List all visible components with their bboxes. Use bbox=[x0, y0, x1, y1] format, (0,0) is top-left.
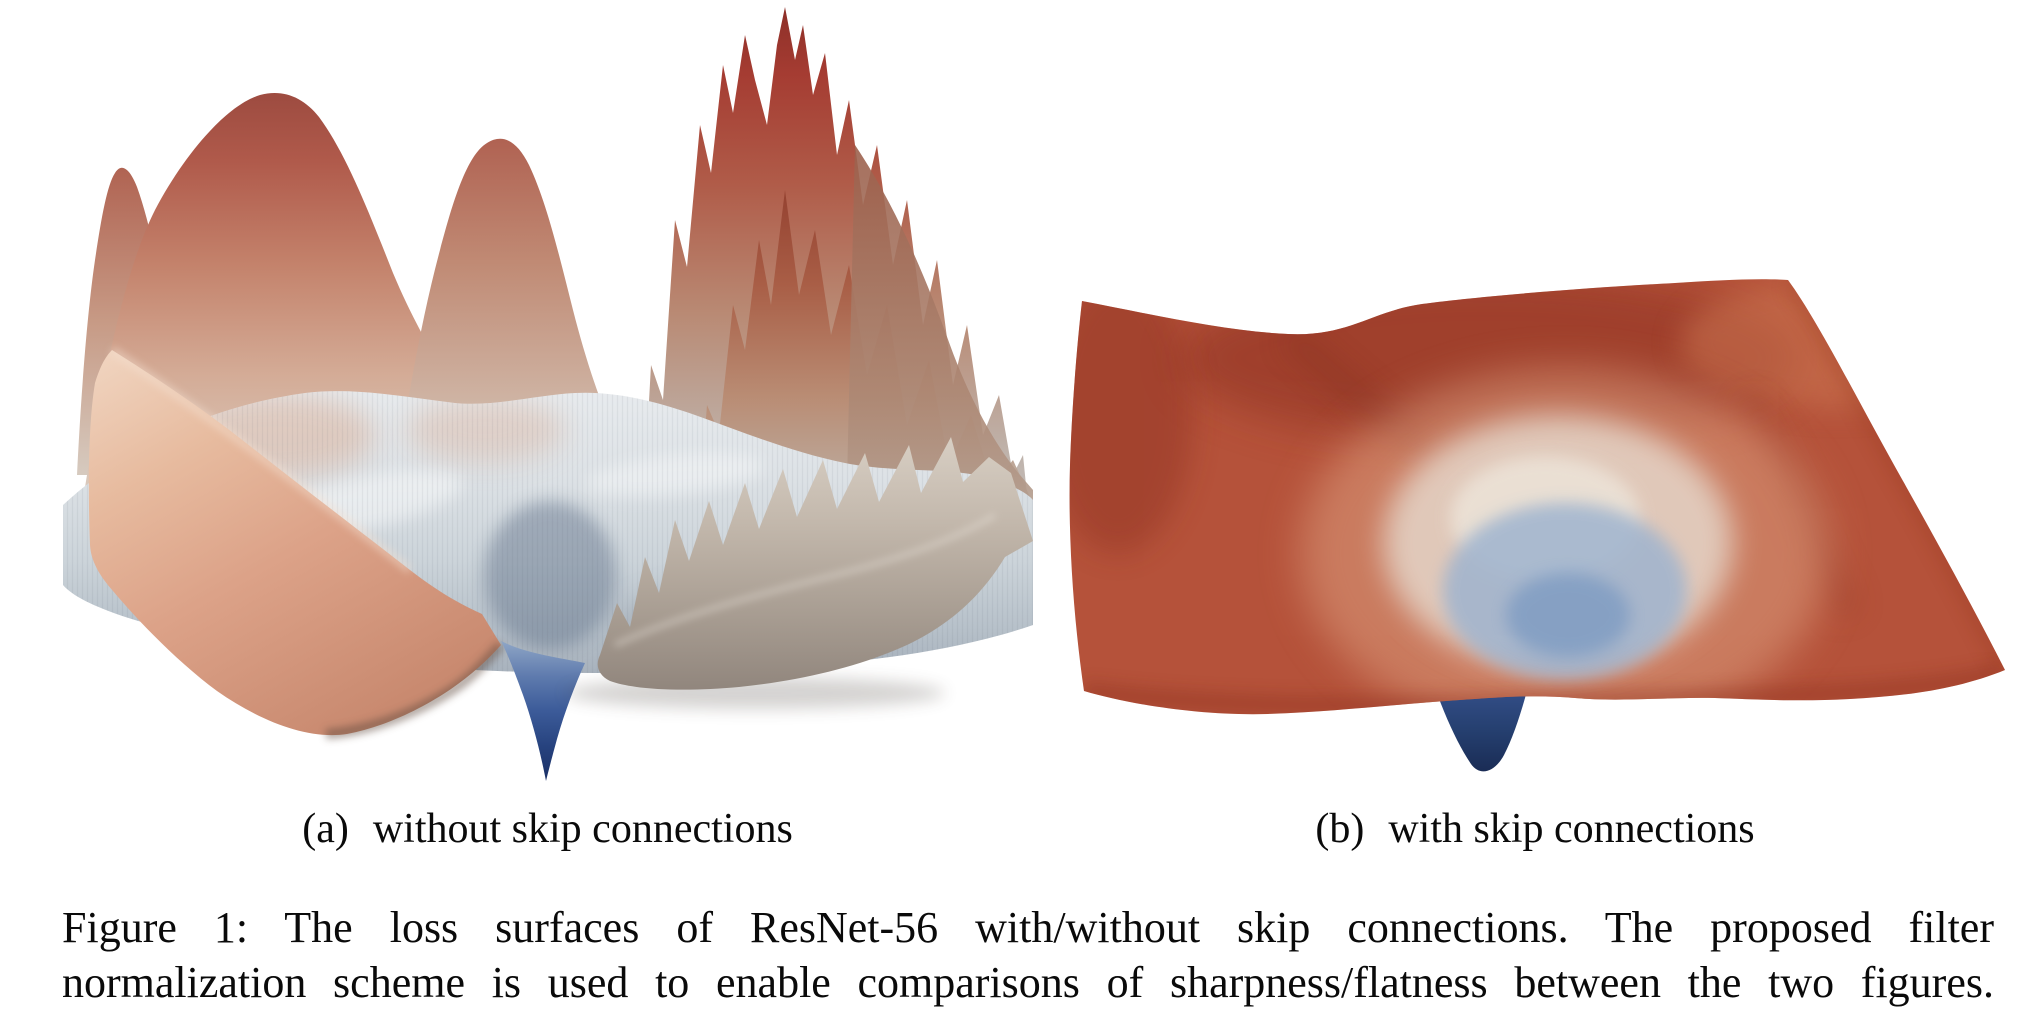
subcaption-a: (a) without skip connections bbox=[55, 804, 1040, 854]
figure-caption-line-1: Figure 1: The loss surfaces of ResNet-56… bbox=[62, 903, 1994, 952]
blue-minima-funnel bbox=[501, 641, 585, 781]
salmon-edge-shadow bbox=[325, 641, 505, 739]
loss-surface-with-skip-image bbox=[1069, 279, 2005, 772]
salmon-foreground-group bbox=[88, 346, 505, 739]
loss-surface-without-skip-image bbox=[63, 7, 1033, 781]
subcaption-b: (b) with skip connections bbox=[1060, 804, 2010, 854]
smooth-sheet-group bbox=[1069, 279, 2005, 715]
subcaption-a-prefix: (a) bbox=[302, 806, 349, 852]
top-right-highlight bbox=[1680, 279, 2000, 408]
bowl-deep-blue-center bbox=[1506, 573, 1630, 657]
figure-caption: Figure 1: The loss surfaces of ResNet-56… bbox=[62, 900, 1994, 1010]
rock-ridge-highlight bbox=[613, 512, 997, 648]
subcaption-b-label: with skip connections bbox=[1388, 806, 1755, 852]
subcaption-a-label: without skip connections bbox=[372, 806, 793, 852]
subcaption-b-prefix: (b) bbox=[1315, 806, 1365, 852]
rocky-foreground-ridge bbox=[597, 437, 1033, 690]
salmon-crest-highlight bbox=[109, 346, 413, 574]
figure-caption-line-2: normalization scheme is used to enable c… bbox=[62, 958, 1994, 1007]
left-edge-shading bbox=[1069, 279, 1193, 553]
rocky-foreground-group bbox=[565, 437, 1033, 709]
salmon-foreground-sheet bbox=[88, 350, 502, 736]
